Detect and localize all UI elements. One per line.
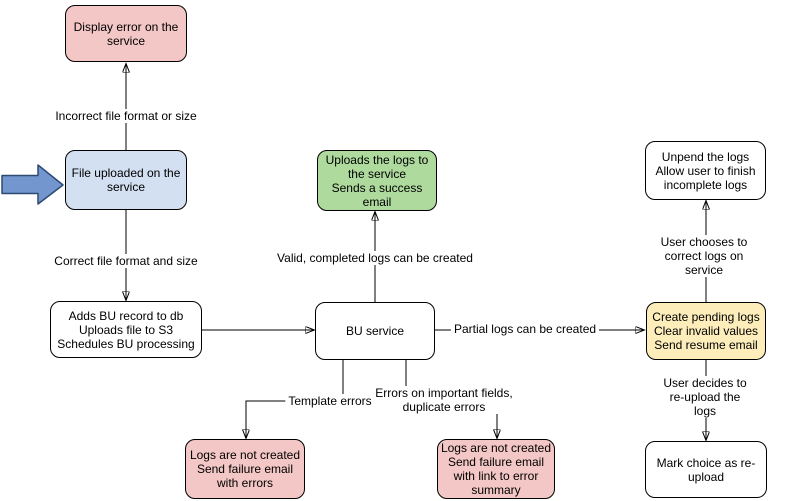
- node-adds-bu-record: Adds BU record to db Uploads file to S3 …: [50, 301, 202, 358]
- node-logs-not-created-errors-label: Logs are not created Send failure email …: [189, 448, 301, 490]
- edge-label-incorrect-file: Incorrect file format or size: [52, 109, 200, 123]
- node-display-error-label: Display error on the service: [73, 19, 179, 48]
- edge-label-errors-important: Errors on important fields, duplicate er…: [372, 386, 516, 414]
- node-create-pending-logs-label: Create pending logs Clear invalid values…: [652, 310, 760, 352]
- node-bu-service: BU service: [315, 302, 435, 360]
- node-display-error: Display error on the service: [65, 5, 187, 62]
- node-logs-not-created-summary-label: Logs are not created Send failure email …: [440, 441, 552, 497]
- node-unpend-logs: Unpend the logs Allow user to finish inc…: [645, 141, 766, 200]
- node-logs-not-created-summary: Logs are not created Send failure email …: [437, 439, 555, 499]
- edge-label-user-corrects: User chooses to correct logs on service: [655, 235, 753, 277]
- node-unpend-logs-label: Unpend the logs Allow user to finish inc…: [655, 149, 756, 192]
- edge-label-template-errors: Template errors: [285, 394, 375, 408]
- edge-label-partial-logs: Partial logs can be created: [450, 322, 600, 336]
- node-bu-service-label: BU service: [345, 324, 404, 338]
- node-uploads-logs-success: Uploads the logs to the service Sends a …: [317, 150, 437, 211]
- input-arrow-icon: [1, 164, 64, 205]
- node-file-uploaded-label: File uploaded on the service: [71, 166, 181, 194]
- node-adds-bu-record-label: Adds BU record to db Uploads file to S3 …: [57, 308, 195, 351]
- node-mark-choice-reupload: Mark choice as re- upload: [645, 441, 767, 498]
- edge-label-correct-file: Correct file format and size: [51, 254, 201, 268]
- edge-label-user-reuploads: User decides to re-upload the logs: [657, 376, 753, 418]
- edge-label-valid-completed: Valid, completed logs can be created: [274, 251, 476, 265]
- node-uploads-logs-success-label: Uploads the logs to the service Sends a …: [325, 152, 429, 209]
- node-file-uploaded: File uploaded on the service: [65, 150, 187, 210]
- node-create-pending-logs: Create pending logs Clear invalid values…: [646, 302, 766, 360]
- node-logs-not-created-errors: Logs are not created Send failure email …: [185, 439, 305, 499]
- node-mark-choice-reupload-label: Mark choice as re- upload: [656, 455, 756, 484]
